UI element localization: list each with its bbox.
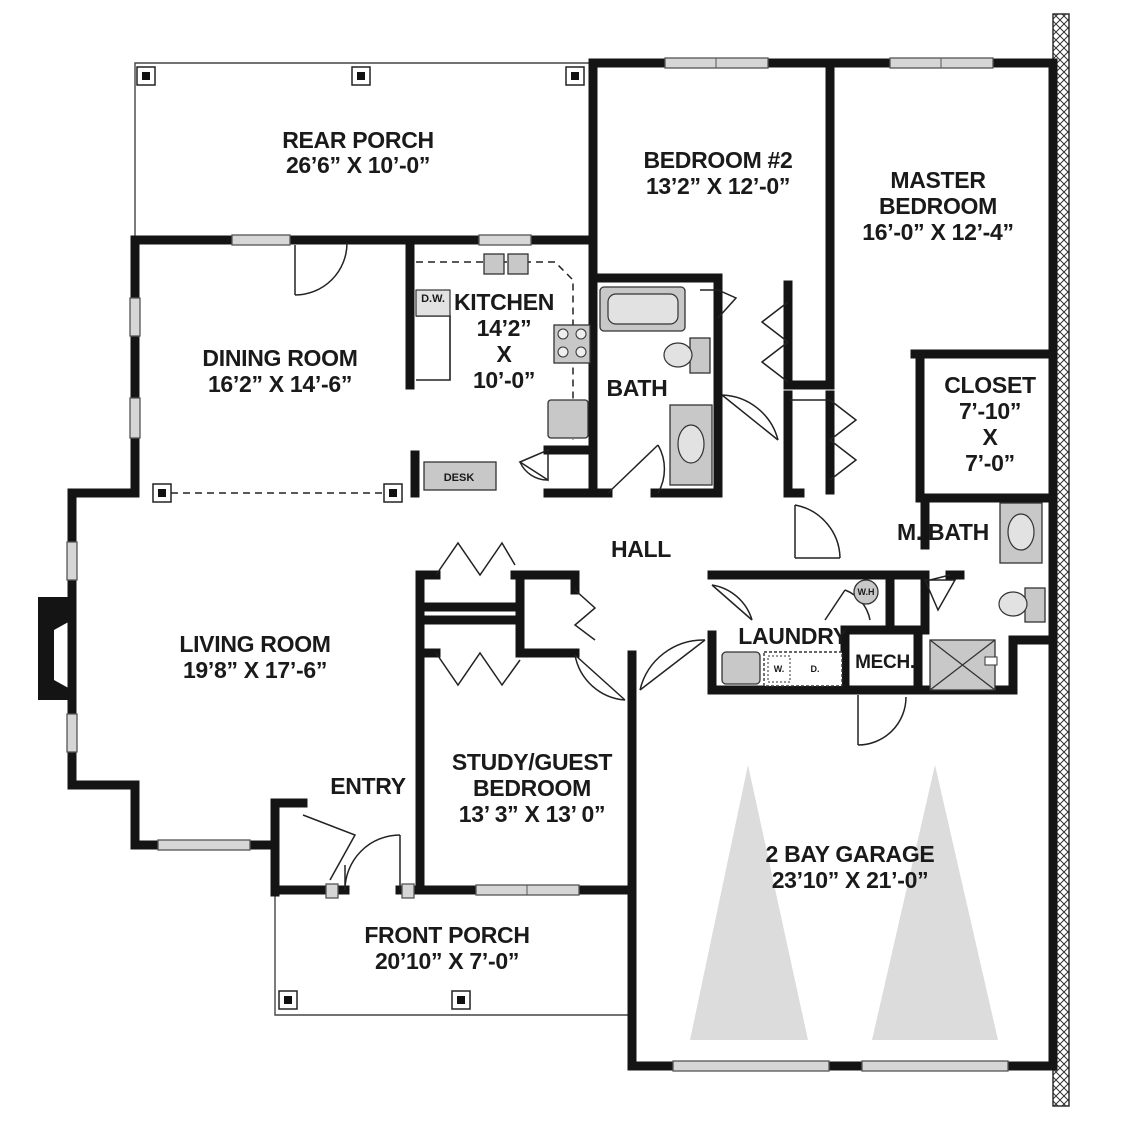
water-heater-label: W.H	[858, 587, 875, 597]
master-bedroom-name1: MASTER	[890, 167, 986, 193]
dishwasher-label: D.W.	[421, 293, 445, 305]
dryer-label: D.	[811, 664, 820, 674]
doors	[294, 242, 957, 891]
laundry-fixtures	[721, 579, 879, 687]
front-porch-name: FRONT PORCH	[364, 922, 529, 948]
rear-porch-name: REAR PORCH	[282, 127, 434, 153]
master-toilet-icon	[998, 591, 1028, 617]
kitchen-dim2: 10’-0”	[473, 367, 535, 393]
room-labels: REAR PORCH 26’6” X 10’-0” BEDROOM #2 13’…	[179, 127, 1036, 974]
study-name1: STUDY/GUEST	[452, 749, 613, 775]
rear-porch-size: 26’6” X 10’-0”	[286, 152, 430, 178]
garage-size: 23’10” X 21’-0”	[772, 867, 929, 893]
washer-label: W.	[774, 664, 785, 674]
dining-room-size: 16’2” X 14’-6”	[208, 371, 352, 397]
closet-dim1: 7’-10”	[959, 398, 1021, 424]
kitchen-fixtures	[415, 253, 591, 491]
master-bedroom-name2: BEDROOM	[879, 193, 997, 219]
study-size: 13’ 3” X 13’ 0”	[459, 801, 605, 827]
bath-name: BATH	[607, 375, 668, 401]
kitchen-x: X	[496, 341, 512, 367]
hall-name: HALL	[611, 536, 671, 562]
water-heater-icon	[853, 579, 879, 605]
laundry-sink	[721, 651, 761, 685]
study-name2: BEDROOM	[473, 775, 591, 801]
closet-dim2: 7’-0”	[965, 450, 1015, 476]
windows	[66, 57, 1009, 1072]
garage-bays	[690, 765, 998, 1040]
interior-walls	[405, 58, 1058, 895]
master-bath-name: M. BATH	[897, 519, 989, 545]
master-bedroom-size: 16’-0” X 12’-4”	[862, 219, 1013, 245]
desk	[423, 461, 497, 491]
laundry-name: LAUNDRY	[738, 623, 848, 649]
dining-room-name: DINING ROOM	[202, 345, 357, 371]
living-room-size: 19’8” X 17’-6”	[183, 657, 327, 683]
front-porch-size: 20’10” X 7’-0”	[375, 948, 519, 974]
kitchen-name: KITCHEN	[454, 289, 554, 315]
refrigerator	[547, 399, 589, 439]
mech-name: MECH.	[855, 652, 915, 673]
toilet-icon	[663, 342, 693, 368]
bedroom2-size: 13’2” X 12’-0”	[646, 173, 790, 199]
fireplace	[38, 597, 72, 700]
front-porch-outline	[274, 892, 632, 1016]
washer	[767, 655, 791, 683]
closet-name: CLOSET	[944, 372, 1036, 398]
porch-posts	[136, 66, 585, 1010]
desk-label: DESK	[444, 472, 475, 484]
bath-fixtures	[599, 286, 1046, 691]
fixture-labels: D.W. DESK W.H W. D.	[421, 293, 874, 674]
sink-icon	[677, 424, 705, 464]
entry-name: ENTRY	[330, 773, 406, 799]
bedroom2-name: BEDROOM #2	[643, 147, 792, 173]
kitchen-dim1: 14’2”	[477, 315, 532, 341]
garage-name: 2 BAY GARAGE	[766, 841, 935, 867]
closet-x: X	[982, 424, 998, 450]
dishwasher	[415, 289, 451, 317]
living-room-name: LIVING ROOM	[179, 631, 330, 657]
rear-porch-outline	[134, 62, 593, 240]
